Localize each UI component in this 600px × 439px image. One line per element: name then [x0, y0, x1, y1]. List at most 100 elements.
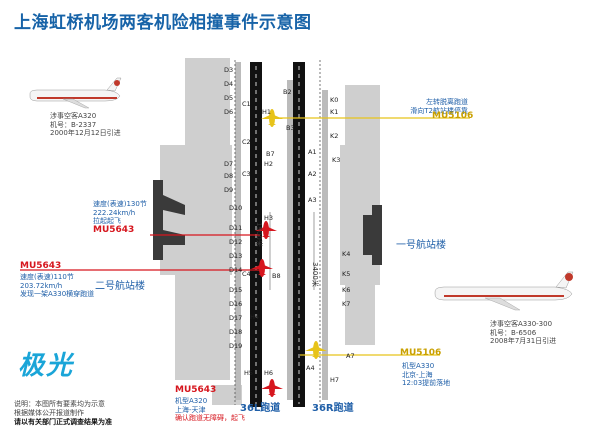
bottom-note: 机型A320 上海-天津 确认跑道无障碍，起飞 — [175, 397, 245, 423]
taxiway-label: H2 — [264, 160, 274, 168]
mu5106-plane-bottom-icon — [305, 341, 327, 359]
taxiway-label: K5 — [342, 270, 351, 278]
bottom-line1: 机型A320 — [175, 397, 208, 405]
taxiway-label: D14 — [229, 266, 243, 274]
taxiway-label: D11 — [229, 224, 243, 232]
footer-line2: 根据媒体公开报道制作 — [14, 409, 84, 417]
taxiway-label: D4 — [224, 80, 234, 88]
terminal2-label: 二号航站楼 — [95, 281, 145, 292]
low-left-flight: MU5643 — [20, 261, 62, 271]
runway-36r-label: 36R跑道 — [312, 403, 354, 414]
taxiway-label: A4 — [306, 364, 315, 372]
lower-right-note: 机型A330 北京-上海 12:03提前落地 — [402, 362, 450, 388]
mid-left-flight: MU5643 — [93, 225, 135, 235]
taxiway-label: H3 — [264, 214, 274, 222]
left-plane-date: 2000年12月12日引进 — [50, 129, 121, 137]
taxiway-label: B7 — [266, 150, 275, 158]
bottom-line2: 上海-天津 — [175, 405, 206, 414]
taxiway-label: B2 — [283, 88, 292, 96]
mid-left-line2: 222.24km/h — [93, 208, 136, 217]
footer-note: 说明：本图所有要素均为示意 根据媒体公开报道制作 请以有关部门正式调查结果为准 — [14, 400, 112, 427]
taxiway-label: D19 — [229, 342, 243, 350]
taxiway-label: K7 — [342, 300, 351, 308]
mid-left-line3: 拉起起飞 — [93, 217, 121, 225]
taxiway-label: H5 — [244, 369, 254, 377]
taxiway-label: D9 — [224, 186, 234, 194]
taxiway-label: C4 — [242, 270, 251, 278]
left-plane-info: 涉事空客A320 机号：B-2337 2000年12月12日引进 — [50, 112, 121, 138]
taxiway-label: D16 — [229, 300, 243, 308]
top-note-line2: 滑向T2航站楼停靠 — [410, 106, 468, 115]
taxiway-label: D3 — [224, 66, 234, 74]
taxiway-label: B8 — [272, 272, 281, 280]
mid-left-note: 速度(表速)130节 222.24km/h 拉起起飞 — [93, 200, 147, 226]
taxiway-label: A1 — [308, 148, 317, 156]
page-title: 上海虹桥机场两客机险相撞事件示意图 — [14, 13, 312, 33]
lower-right-flight: MU5106 — [400, 348, 442, 358]
right-plane-reg: 机号：B-6506 — [490, 328, 537, 337]
taxiway-label: K1 — [330, 108, 339, 116]
low-left-line2: 203.72km/h — [20, 281, 63, 290]
taxiway-label: H7 — [330, 376, 340, 384]
a330-illustration-icon — [434, 271, 574, 311]
taxiway-label: K2 — [330, 132, 339, 140]
low-left-line1: 速度(表速)110节 — [20, 273, 74, 281]
distance-label-right: 3400米 — [311, 262, 319, 287]
taxiway-label: D15 — [229, 286, 243, 294]
lower-right-line2: 北京-上海 — [402, 370, 433, 379]
right-plane-date: 2008年7月31日引进 — [490, 337, 557, 345]
terminal2-building — [153, 180, 185, 260]
top-note: 左转脱离跑道 滑向T2航站楼停靠 — [400, 98, 468, 115]
taxiway-label: A2 — [308, 170, 317, 178]
taxiway-label: K6 — [342, 286, 351, 294]
taxiway-label: K4 — [342, 250, 351, 258]
terminal1-label: 一号航站楼 — [396, 240, 446, 251]
mid-left-line1: 速度(表速)130节 — [93, 200, 147, 208]
taxiway-label: B3 — [286, 124, 295, 132]
mu5643-plane-2-icon — [251, 259, 273, 277]
taxiway-label: D18 — [229, 328, 243, 336]
right-plane-info: 涉事空客A330-300 机号：B-6506 2008年7月31日引进 — [490, 320, 556, 346]
taxiway-label: K0 — [330, 96, 339, 104]
taxiway-label: H4 — [250, 313, 260, 321]
mu5643-plane-1-icon — [255, 221, 277, 239]
distance-label-left: 1900米 — [255, 222, 263, 247]
lower-right-line1: 机型A330 — [402, 362, 435, 370]
taxiway-label: C3 — [242, 170, 251, 178]
taxiway-label: C2 — [242, 138, 251, 146]
taxiway-label: H6 — [264, 369, 274, 377]
taxiway-label: D5 — [224, 94, 234, 102]
lower-right-line3: 12:03提前落地 — [402, 379, 451, 387]
left-plane-reg: 机号：B-2337 — [50, 120, 97, 129]
taxiway-label: D7 — [224, 160, 234, 168]
mu5106-plane-top-icon — [261, 109, 283, 127]
taxiway-label: H1 — [262, 108, 272, 116]
bottom-flight: MU5643 — [175, 385, 217, 395]
top-note-line1: 左转脱离跑道 — [426, 98, 468, 106]
right-plane-model: 涉事空客A330-300 — [490, 320, 553, 328]
runway-36r — [293, 62, 305, 407]
taxiway-label: D12 — [229, 238, 243, 246]
terminal1-building — [363, 205, 382, 265]
runway-36l-label: 36L跑道 — [240, 403, 281, 414]
low-left-line3: 发现一架A330横穿跑道 — [20, 290, 95, 298]
taxiway-label: D13 — [229, 252, 243, 260]
logo: 极光 — [18, 351, 75, 381]
a320-illustration-icon — [29, 77, 122, 109]
taxiway-label: D8 — [224, 172, 234, 180]
bottom-line3: 确认跑道无障碍，起飞 — [175, 414, 245, 422]
taxiway-label: D17 — [229, 314, 243, 322]
taxiway-label: D10 — [229, 204, 243, 212]
taxiway-label: K3 — [332, 156, 341, 164]
mu5643-plane-3-icon — [261, 379, 283, 397]
taxiway-label: A3 — [308, 196, 317, 204]
taxiway-label: C1 — [242, 100, 251, 108]
top-note-flight: MU5106 — [432, 111, 474, 121]
low-left-note: 速度(表速)110节 203.72km/h 发现一架A330横穿跑道 — [20, 273, 94, 299]
taxiway-label: D6 — [224, 108, 234, 116]
left-plane-model: 涉事空客A320 — [50, 112, 97, 120]
taxiway-label: A7 — [346, 352, 355, 360]
footer-line3: 请以有关部门正式调查结果为准 — [14, 418, 112, 426]
footer-line1: 说明：本图所有要素均为示意 — [14, 400, 105, 408]
